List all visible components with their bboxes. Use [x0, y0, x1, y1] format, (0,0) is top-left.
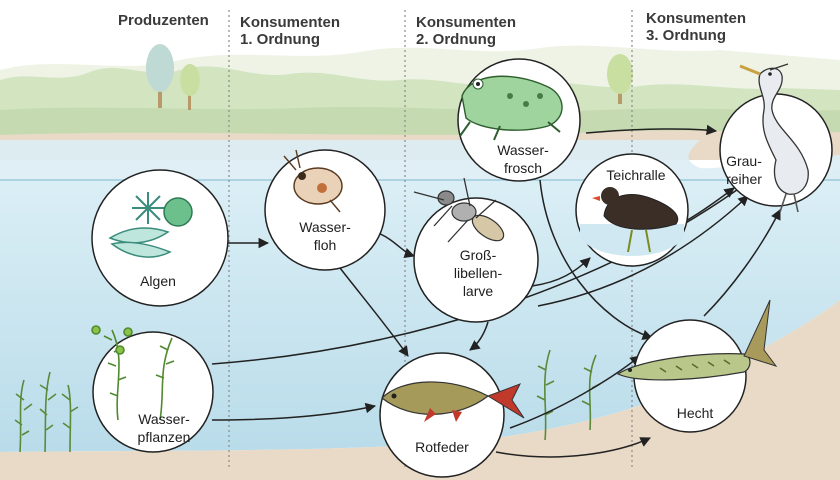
algen-node: Algen	[92, 170, 228, 306]
header-producers: Produzenten	[118, 12, 209, 29]
label-rotfeder: Rotfeder	[415, 439, 469, 455]
wasserfloh-node: Wasser- floh	[265, 150, 385, 270]
label-wasserfloh-1: Wasser-	[299, 219, 351, 235]
label-algen: Algen	[140, 273, 176, 289]
label-wasserpflanzen-2: pflanzen	[138, 429, 191, 445]
teichralle-node: Teichralle	[576, 154, 688, 266]
wasserfrosch-node: Wasser- frosch	[458, 59, 580, 181]
label-wasserfloh-2: floh	[314, 237, 337, 253]
label-frosch-2: frosch	[504, 160, 542, 176]
label-reiher-1: Grau-	[726, 153, 762, 169]
label-wasserpflanzen-1: Wasser-	[138, 411, 190, 427]
label-hecht: Hecht	[677, 405, 714, 421]
label-frosch-1: Wasser-	[497, 142, 549, 158]
label-libelle-3: larve	[463, 283, 494, 299]
label-teichralle: Teichralle	[606, 167, 665, 183]
label-libelle-1: Groß-	[460, 247, 497, 263]
label-reiher-2: reiher	[726, 171, 762, 187]
label-libelle-2: libellen-	[454, 265, 503, 281]
header-consumers-2: Konsumenten 2. Ordnung	[416, 14, 516, 48]
header-consumers-3: Konsumenten 3. Ordnung	[646, 10, 746, 44]
header-consumers-1: Konsumenten 1. Ordnung	[240, 14, 340, 48]
